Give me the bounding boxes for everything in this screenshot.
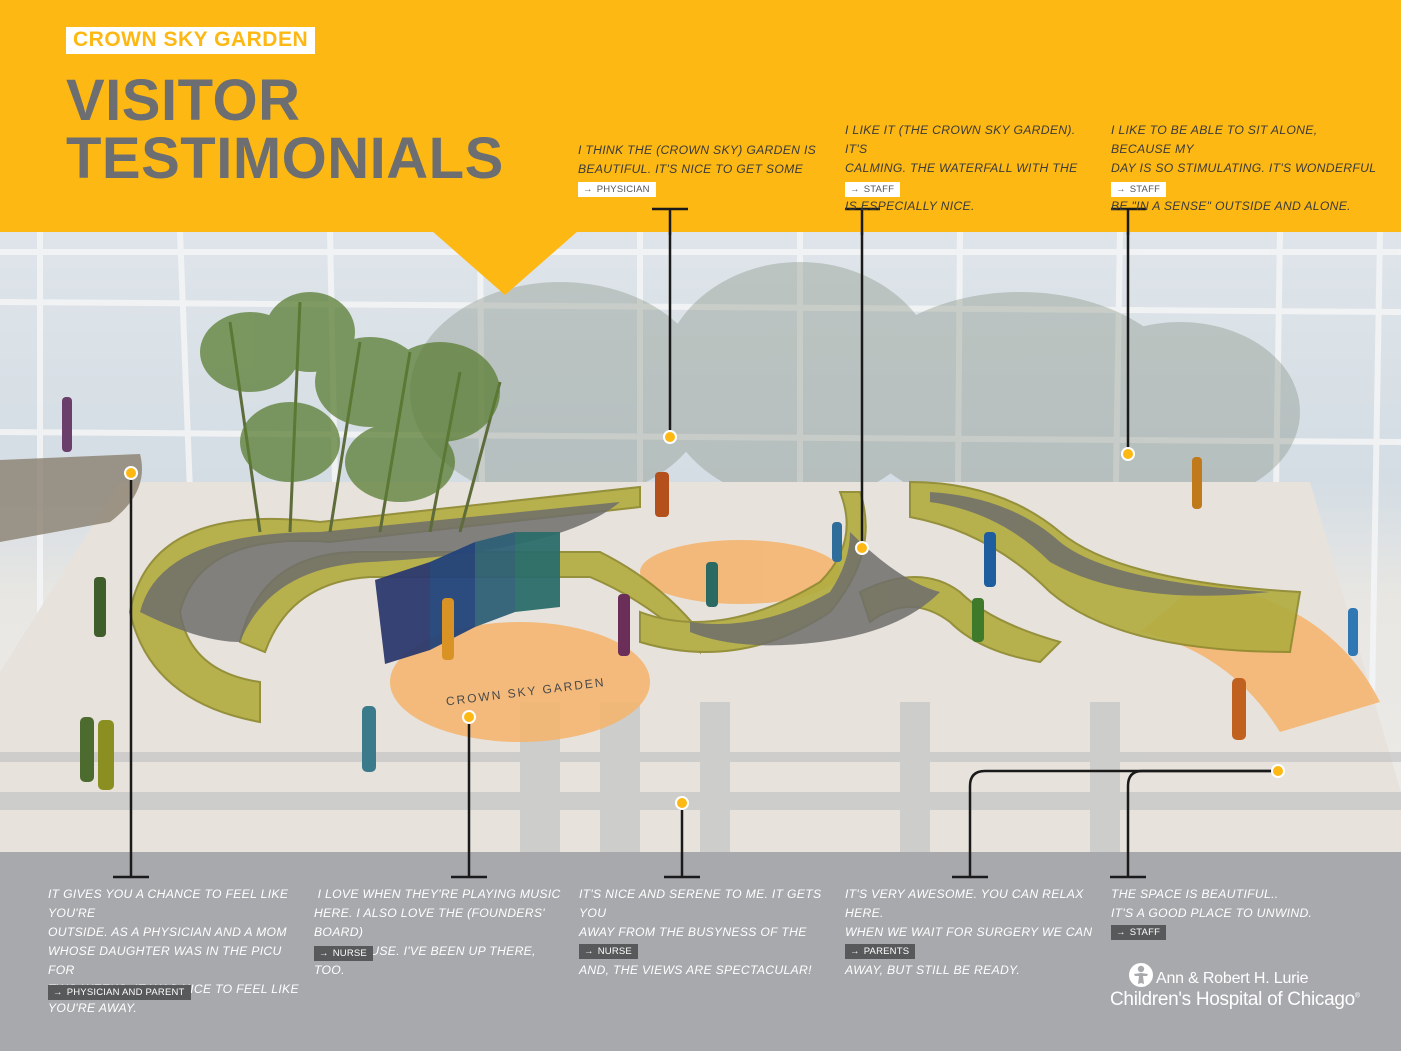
callout-dot-staff-1 xyxy=(855,541,869,555)
tag-staff-3: →STAFF xyxy=(1111,925,1167,940)
arrow-right-icon: → xyxy=(1116,927,1126,938)
tag-physician-parent: →PHYSICIAN AND PARENT xyxy=(48,985,191,1000)
tag-staff-2: →STAFF xyxy=(1111,182,1167,197)
tag-label: PARENTS xyxy=(863,946,910,957)
tag-nurse-2: →NURSE xyxy=(579,944,638,959)
quote-line: IT'S A GOOD PLACE TO UNWIND. xyxy=(1111,906,1313,920)
registered-mark: ® xyxy=(1354,992,1360,1000)
quote-line: IS ESPECIALLY NICE. xyxy=(845,199,975,213)
title-line-1: VISITOR xyxy=(66,68,301,133)
quote-line: HERE. I ALSO LOVE THE (FOUNDERS' BOARD) xyxy=(314,906,545,939)
bamboo-leaves xyxy=(200,292,500,502)
arrow-right-icon: → xyxy=(1116,184,1126,195)
quote-line: IT'S VERY AWESOME. YOU CAN RELAX HERE. xyxy=(845,887,1084,920)
callout-dot-staff-2 xyxy=(1121,447,1135,461)
quote-line: I LIKE IT (THE CROWN SKY GARDEN). IT'S xyxy=(845,123,1076,156)
quote-line: IT'S NICE AND SERENE TO ME. IT GETS YOU xyxy=(579,887,822,920)
testimonial-staff-2: I LIKE TO BE ABLE TO SIT ALONE, BECAUSE … xyxy=(1111,121,1381,216)
logo-line-2-text: Children's Hospital of Chicago xyxy=(1110,989,1355,1010)
header-pointer xyxy=(432,231,578,295)
testimonial-nurse-2: IT'S NICE AND SERENE TO ME. IT GETS YOU … xyxy=(579,885,829,980)
tag-label: PHYSICIAN xyxy=(596,184,650,195)
tag-staff-1: →STAFF xyxy=(845,182,901,197)
section-eyebrow: CROWN SKY GARDEN xyxy=(66,27,316,54)
top-callout-lines xyxy=(652,207,1146,235)
display-wall xyxy=(375,532,560,664)
testimonial-parents: IT'S VERY AWESOME. YOU CAN RELAX HERE. W… xyxy=(845,885,1095,980)
quote-line: WHOSE DAUGHTER WAS IN THE PICU FOR xyxy=(48,944,282,977)
child-figure-logo-icon xyxy=(1129,963,1153,987)
hospital-logo: Ann & Robert H. Lurie Children's Hospita… xyxy=(1110,960,1370,1020)
callout-dot-physician xyxy=(663,430,677,444)
quote-line: OUTSIDE. AS A PHYSICIAN AND A MOM xyxy=(48,925,287,939)
arrow-right-icon: → xyxy=(53,987,63,998)
tag-label: STAFF xyxy=(1129,927,1161,938)
garden-illustration: CROWN SKY GARDEN xyxy=(0,232,1401,852)
foliage-shadows xyxy=(410,262,1300,512)
garden-scene-svg: CROWN SKY GARDEN xyxy=(0,232,1401,852)
arrow-right-icon: → xyxy=(584,946,594,957)
quote-line: I LOVE WHEN THEY'RE PLAYING MUSIC xyxy=(314,887,561,901)
quote-line: BE "IN A SENSE" OUTSIDE AND ALONE. xyxy=(1111,199,1351,213)
testimonial-nurse-1: I LOVE WHEN THEY'RE PLAYING MUSIC HERE. … xyxy=(314,885,564,980)
tag-label: NURSE xyxy=(332,948,367,959)
tag-label: PHYSICIAN AND PARENT xyxy=(66,987,185,998)
title-line-2: TESTIMONIALS xyxy=(66,126,504,191)
quote-line: I LIKE TO BE ABLE TO SIT ALONE, BECAUSE … xyxy=(1111,123,1318,156)
quote-line: I THINK THE (CROWN SKY) GARDEN IS xyxy=(578,143,817,157)
callout-dot-nurse-2 xyxy=(675,796,689,810)
callout-dot-physician-parent xyxy=(124,466,138,480)
quote-line: IT GIVES YOU A CHANCE TO FEEL LIKE YOU'R… xyxy=(48,887,289,920)
people-silhouettes xyxy=(62,397,1358,790)
callout-dots xyxy=(124,430,1285,810)
quote-line: YOU'RE AWAY. xyxy=(48,1001,138,1015)
callout-dot-parents-staff xyxy=(1271,764,1285,778)
bottom-callout-lines xyxy=(113,852,1146,879)
logo-line-1: Ann & Robert H. Lurie xyxy=(1156,970,1309,987)
callout-dot-nurse-1 xyxy=(462,710,476,724)
quote-line: AWAY, BUT STILL BE READY. xyxy=(845,963,1021,977)
footer-panel xyxy=(0,852,1401,1051)
callout-lines xyxy=(129,232,1278,852)
tag-parents: →PARENTS xyxy=(845,944,916,959)
arrow-right-icon: → xyxy=(583,184,593,195)
arrow-right-icon: → xyxy=(850,184,860,195)
tag-label: STAFF xyxy=(1129,184,1161,195)
page-title: VISITOR TESTIMONIALS xyxy=(66,72,504,188)
logo-line-2: Children's Hospital of Chicago® xyxy=(1110,989,1360,1011)
tree-house-ledge xyxy=(0,454,142,542)
tag-nurse-1: →NURSE xyxy=(314,946,373,961)
tag-label: STAFF xyxy=(863,184,895,195)
testimonial-staff-3: THE SPACE IS BEAUTIFUL.. IT'S A GOOD PLA… xyxy=(1111,885,1361,923)
arrow-right-icon: → xyxy=(850,946,860,957)
tag-physician: →PHYSICIAN xyxy=(578,182,656,197)
tag-label: NURSE xyxy=(597,946,632,957)
quote-line: AND, THE VIEWS ARE SPECTACULAR! xyxy=(579,963,812,977)
arrow-right-icon: → xyxy=(319,948,329,959)
quote-line: THE SPACE IS BEAUTIFUL.. xyxy=(1111,887,1279,901)
testimonial-staff-1: I LIKE IT (THE CROWN SKY GARDEN). IT'S C… xyxy=(845,121,1095,216)
header-banner: CROWN SKY GARDEN VISITOR TESTIMONIALS xyxy=(0,0,1401,232)
